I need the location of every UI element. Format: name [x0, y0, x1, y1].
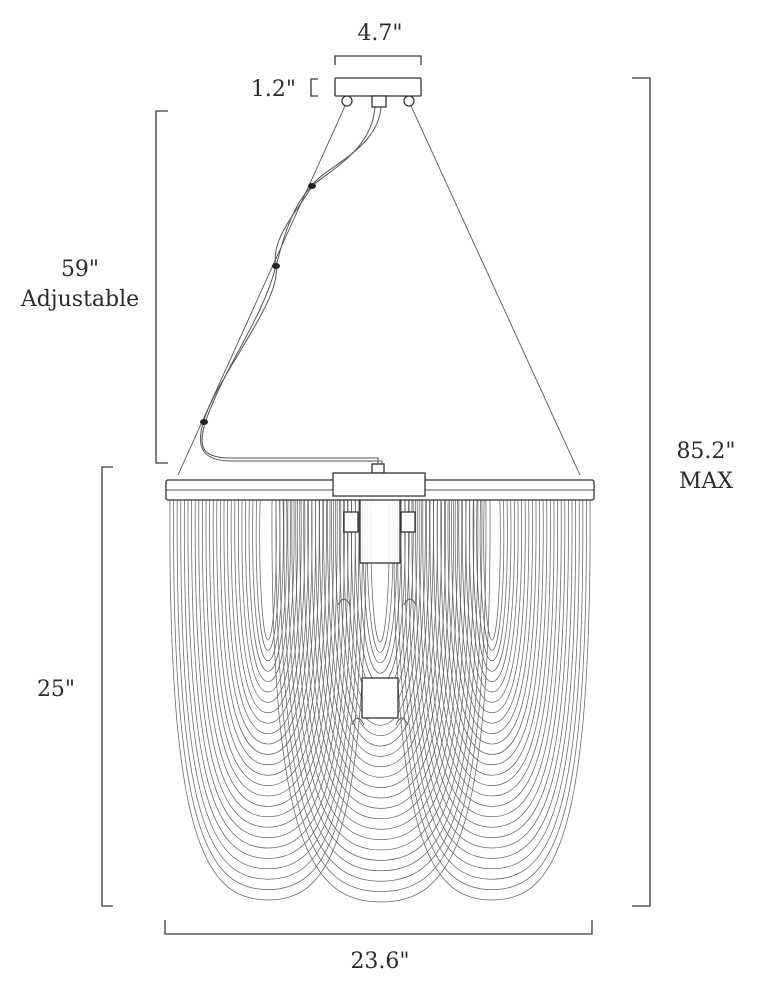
chain-loop	[198, 499, 338, 818]
total-height-label: 85.2"	[676, 439, 735, 464]
chain-loop	[252, 499, 284, 662]
chain-loop	[433, 499, 551, 786]
chain-loop	[191, 499, 345, 838]
chain-loop	[287, 499, 475, 861]
internal-sockets	[337, 496, 417, 726]
chain-loop	[447, 499, 537, 745]
chain-loop	[223, 499, 313, 745]
chain-loop	[303, 499, 459, 820]
suspension-wires	[177, 105, 581, 476]
body-height-label: 25"	[37, 677, 75, 702]
chain-loop	[393, 499, 591, 901]
canopy-width-bracket	[334, 55, 422, 65]
chain-loop	[429, 499, 555, 797]
chain-loop	[465, 499, 519, 693]
chain-loop	[397, 499, 587, 890]
chain-loop	[425, 499, 559, 807]
total-height-bracket	[632, 77, 651, 907]
chain-loop	[176, 499, 360, 880]
chain-loop	[295, 499, 467, 840]
power-cord	[199, 106, 385, 474]
chain-loop	[436, 499, 548, 776]
chain-loop	[479, 499, 505, 651]
top-ring-frame	[165, 472, 595, 501]
dimension-lines	[101, 55, 651, 935]
chain-loop	[169, 499, 367, 901]
body-width-bracket	[164, 920, 593, 935]
body-width-label: 23.6"	[350, 949, 409, 974]
chain-loop	[307, 499, 455, 809]
chain-loop	[400, 499, 584, 880]
chain-loop	[476, 499, 508, 662]
chain-loop	[248, 499, 288, 672]
chain-loop	[407, 499, 577, 859]
chain-loop	[283, 499, 479, 872]
cable-length-label: 59"	[61, 257, 99, 282]
chain-loop	[366, 499, 394, 653]
chain-loop	[275, 499, 487, 892]
chain-loop	[370, 499, 390, 643]
chain-loop	[483, 499, 501, 641]
chain-loop	[255, 499, 281, 651]
chain-loop	[358, 499, 402, 674]
chain-loop	[331, 499, 430, 747]
chain-loop	[327, 499, 434, 757]
cable-length-bracket	[155, 110, 168, 464]
chain-loop	[461, 499, 523, 703]
chain-loop	[319, 499, 442, 778]
chain-loop	[237, 499, 299, 703]
canopy-height-label: 1.2"	[251, 77, 296, 102]
chain-loop	[443, 499, 541, 755]
chain-loop	[339, 499, 422, 726]
chain-loop	[422, 499, 562, 818]
chain-loop	[418, 499, 566, 828]
chain-loop	[205, 499, 331, 797]
chain-loop	[227, 499, 309, 734]
chain-loop	[291, 499, 471, 851]
total-note-label: MAX	[679, 469, 733, 494]
chain-loop	[454, 499, 530, 724]
dimension-labels: 4.7" 1.2" 59" Adjustable 85.2" MAX 25" 2…	[20, 21, 736, 974]
chain-loop	[411, 499, 573, 849]
chain-loop	[469, 499, 515, 682]
chain-loop	[299, 499, 463, 830]
chain-loop	[362, 499, 398, 664]
chain-loop	[323, 499, 438, 768]
canopy-width-label: 4.7"	[357, 21, 402, 46]
chain-loop	[279, 499, 483, 882]
chain-loop	[183, 499, 353, 859]
cable-note-label: Adjustable	[20, 287, 139, 312]
chain-loop	[440, 499, 544, 766]
chain-loop	[234, 499, 302, 714]
body-height-bracket	[101, 466, 113, 907]
chain-loop	[173, 499, 363, 890]
chain-loop	[216, 499, 320, 766]
chain-loop	[458, 499, 526, 714]
chain-loop	[472, 499, 512, 672]
chain-loop	[187, 499, 349, 849]
chain-loop	[212, 499, 324, 776]
ceiling-canopy	[334, 77, 422, 108]
canopy-height-bracket	[310, 78, 318, 97]
chain-loop	[415, 499, 569, 838]
chain-loop	[271, 499, 491, 903]
chain-loop	[180, 499, 356, 870]
chain-loop	[451, 499, 533, 734]
chain-loop	[201, 499, 335, 807]
chain-loop	[311, 499, 450, 799]
chain-loop	[315, 499, 446, 788]
chain-loop	[404, 499, 580, 870]
chain-loop	[241, 499, 295, 693]
chain-loop	[209, 499, 327, 786]
chain-loop	[194, 499, 342, 828]
